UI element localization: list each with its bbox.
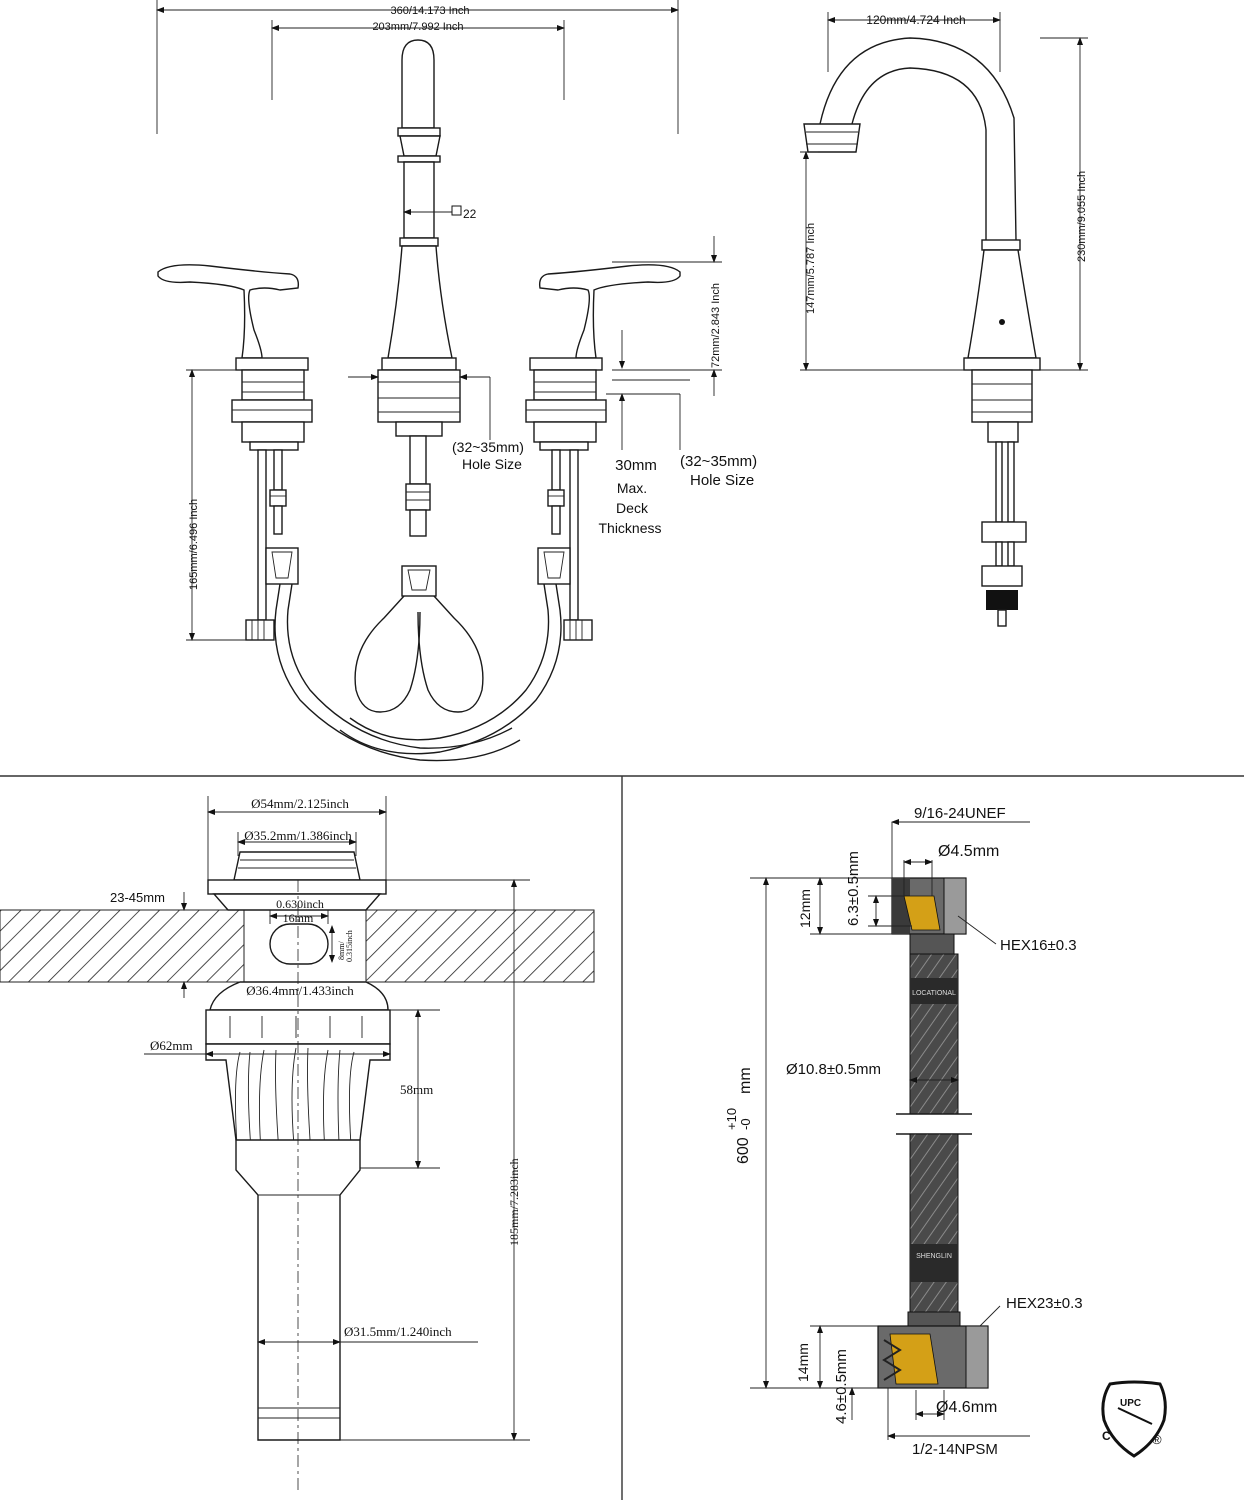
total-height-label: 230mm/9.055 Inch	[1076, 171, 1088, 262]
handle-height-label: 72mm/2.843 Inch	[710, 283, 722, 368]
overflow-height-in-label: 0.315inch	[345, 930, 354, 962]
faucet-front-view	[156, 0, 722, 762]
bottom-thread-label: 1/2-14NPSM	[912, 1441, 998, 1458]
flange-dia-label: Ø54mm/2.125inch	[251, 796, 349, 811]
bottom-length-label: 14mm	[795, 1343, 811, 1382]
hose-print-top: LOCATIONAL	[912, 990, 956, 997]
bottom-bore-label: Ø4.6mm	[936, 1399, 997, 1416]
hose-length-tol-minus: -0	[738, 1118, 753, 1130]
upc-logo-text: UPC	[1120, 1398, 1141, 1409]
spout-height-label: 147mm/5.787 Inch	[805, 223, 817, 314]
overall-width-label: 360/14.173 Inch	[391, 5, 470, 17]
hole-size-center-line1: (32~35mm)	[452, 439, 524, 455]
overflow-height-mm-label: 8mm/	[337, 941, 346, 960]
drain-assembly	[0, 796, 595, 1490]
hose-print-bottom: SHENGLIN	[916, 1253, 952, 1260]
upc-registered-mark: ®	[1152, 1432, 1162, 1447]
nut-dia-label: Ø62mm	[150, 1038, 193, 1053]
deck-thickness-line3: Deck	[616, 500, 649, 516]
hose-length-unit: mm	[737, 1067, 754, 1094]
spout-square-label: 22	[463, 207, 477, 221]
cap-dia-label: Ø35.2mm/1.386inch	[244, 828, 352, 843]
body-dia-label: Ø36.4mm/1.433inch	[246, 983, 354, 998]
hose-length-tol-plus: +10	[724, 1108, 739, 1130]
counter-thickness-label: 23-45mm	[110, 890, 165, 905]
bottom-hex-label: HEX23±0.3	[1006, 1295, 1083, 1312]
spread-label: 203mm/7.992 Inch	[372, 21, 463, 33]
top-depth-label: 6.3±0.5mm	[845, 851, 862, 926]
bottom-depth-label: 4.6±0.5mm	[833, 1349, 850, 1424]
square-symbol-icon	[451, 205, 462, 216]
deck-thickness-line4: Thickness	[598, 520, 661, 536]
supply-hose: LOCATIONAL SHENGLIN	[750, 819, 1030, 1440]
upc-certification-logo: UPC C ®	[1101, 1380, 1167, 1458]
nut-height-label: 58mm	[400, 1082, 433, 1097]
drain-total-length-label: 185mm/7.283inch	[507, 1158, 521, 1246]
shank-length-label: 165mm/6.496 Inch	[188, 499, 200, 590]
overflow-width-mm-label: 16mm	[283, 911, 314, 925]
upc-c-mark: C	[1102, 1429, 1111, 1443]
hole-size-right-line2: Hole Size	[690, 472, 754, 489]
reach-label: 120mm/4.724 Inch	[866, 13, 965, 27]
hose-dia-label: Ø10.8±0.5mm	[786, 1061, 881, 1078]
faucet-side-view	[800, 12, 1088, 627]
hole-size-center-line2: Hole Size	[462, 456, 522, 472]
deck-thickness-line2: Max.	[617, 480, 647, 496]
top-hex-label: HEX16±0.3	[1000, 937, 1077, 954]
hole-size-right-line1: (32~35mm)	[680, 453, 757, 470]
top-bore-label: Ø4.5mm	[938, 843, 999, 860]
hose-length-value: 600	[735, 1137, 752, 1164]
top-length-label: 12mm	[797, 889, 813, 928]
top-thread-label: 9/16-24UNEF	[914, 805, 1006, 822]
overflow-width-in-label: 0.630inch	[276, 897, 324, 911]
deck-thickness-value: 30mm	[615, 457, 657, 474]
tail-dia-label: Ø31.5mm/1.240inch	[344, 1324, 452, 1339]
